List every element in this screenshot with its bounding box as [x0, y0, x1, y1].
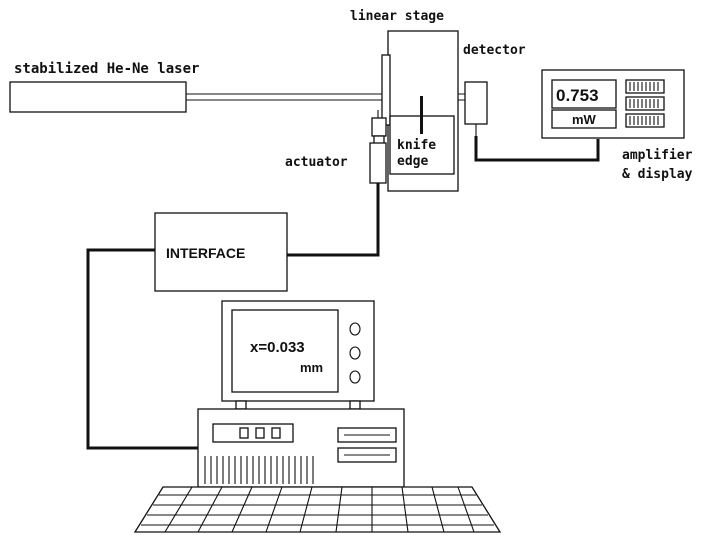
position-unit: mm — [300, 360, 323, 375]
monitor-foot-left — [235, 400, 247, 410]
keyboard-keys — [141, 486, 494, 533]
interface-case — [154, 212, 288, 292]
cables — [86, 136, 600, 450]
front-button-1 — [239, 427, 249, 439]
detector-label: detector — [463, 43, 526, 58]
detector-body — [464, 81, 488, 125]
detector — [464, 81, 488, 136]
actuator-head — [371, 117, 387, 137]
keyboard — [133, 486, 502, 533]
front-button-2 — [255, 427, 265, 439]
computer-monitor — [221, 300, 375, 410]
actuator-label: actuator — [285, 155, 348, 170]
front-button-3 — [271, 427, 281, 439]
edge-label: edge — [397, 154, 428, 169]
laser-label: stabilized He-Ne laser — [14, 61, 199, 77]
amplifier-label: amplifier — [622, 148, 693, 163]
laser-body — [9, 81, 187, 113]
knife-edge — [420, 96, 423, 134]
linear-stage-label: linear stage — [350, 9, 444, 24]
monitor-knob-1 — [349, 322, 361, 336]
display-label: & display — [622, 167, 693, 182]
front-panel — [212, 423, 294, 443]
power-display — [551, 79, 617, 109]
knife-blade — [420, 96, 423, 134]
monitor-knob-3 — [349, 370, 361, 384]
detector-cable — [474, 136, 600, 162]
he-ne-laser — [9, 81, 187, 113]
power-value: 0.753 — [556, 86, 599, 105]
linear-stage — [381, 30, 459, 192]
position-value: x=0.033 — [250, 339, 305, 356]
amplifier-buttons — [625, 79, 665, 128]
monitor-screen — [231, 309, 339, 393]
monitor-knob-2 — [349, 346, 361, 360]
vent-slots — [204, 456, 314, 484]
actuator — [369, 110, 387, 184]
actuator-cable — [287, 183, 380, 257]
computer-cable — [86, 248, 198, 450]
monitor-foot-right — [349, 400, 361, 410]
amplifier-display — [541, 69, 685, 139]
interface-label: INTERFACE — [166, 245, 245, 261]
unit-display — [551, 109, 617, 129]
actuator-body — [369, 142, 387, 184]
keyboard-outline — [133, 486, 502, 533]
stage-rail — [381, 54, 391, 126]
power-unit: mW — [572, 112, 597, 127]
computer-base — [197, 408, 405, 488]
knife-label: knife — [397, 138, 436, 153]
interface-box — [154, 212, 288, 292]
